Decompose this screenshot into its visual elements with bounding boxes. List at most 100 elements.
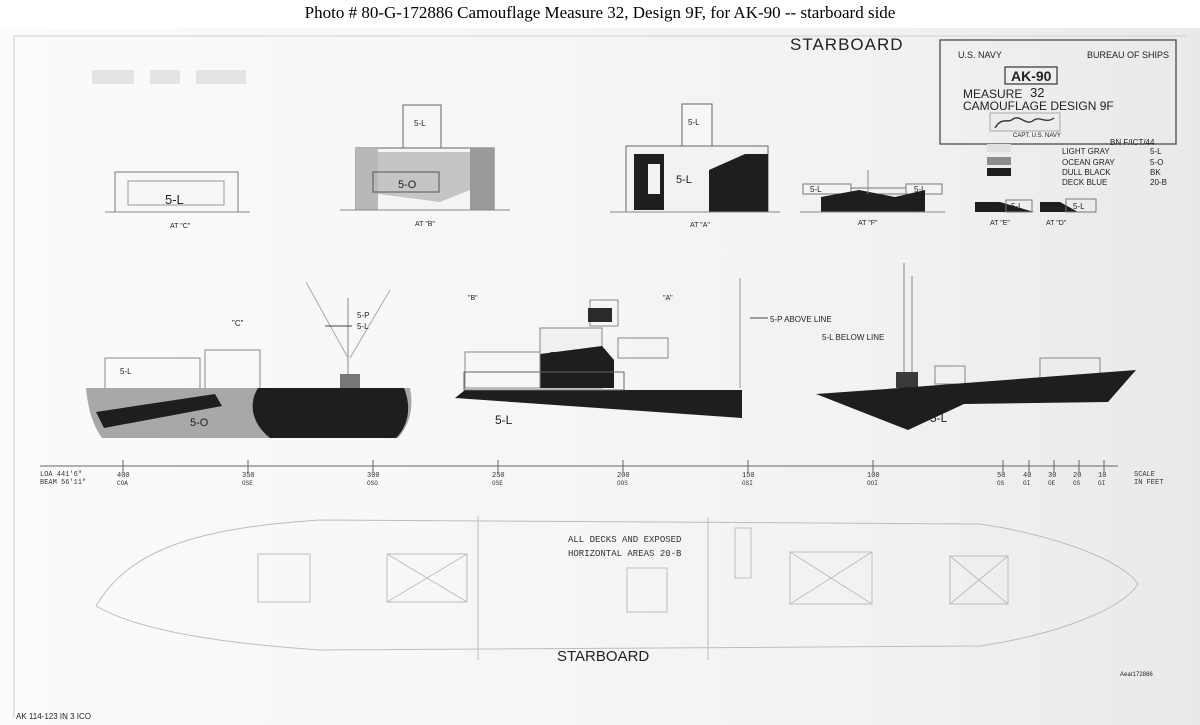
section-at-a: 5-L 5-L AT "A" [610, 103, 780, 229]
section-mark: "B" [468, 295, 478, 302]
kingpost-callout-2: 5-L [357, 322, 369, 331]
scale-tick-sublabel: OI [1023, 480, 1030, 487]
section-label: 5-L [810, 185, 822, 194]
section-caption: AT "B" [415, 221, 435, 228]
hull-label: 5-O [190, 417, 209, 429]
section-label: 5-L [165, 192, 184, 207]
swatch-light-gray [987, 144, 1011, 152]
scale-tick-label: 250 [492, 472, 505, 480]
scale-tick-label: 100 [867, 472, 880, 480]
scale-tick-sublabel: OE [1048, 480, 1056, 487]
legend-code: 5-O [1150, 158, 1163, 167]
hull-label: 5-L [930, 411, 948, 425]
legend-item: DECK BLUE 20-B [1062, 178, 1167, 187]
section-at-d: 5-L AT "D" [1040, 198, 1097, 227]
plan-note-1: ALL DECKS AND EXPOSED [568, 535, 681, 545]
section-label: 5-L [414, 119, 426, 128]
below-line-callout: 5-L BELOW LINE [822, 333, 884, 342]
scale-tick-sublabel: OSI [742, 480, 753, 487]
swatch-dull-black [987, 168, 1011, 176]
hull-label: 5-L [120, 367, 132, 376]
footer-left: AK 114-123 IN 3 ICO [16, 712, 91, 721]
kingpost-callout-1: 5-P [357, 311, 369, 320]
scale-tick-label: 300 [367, 472, 380, 480]
legend-label: LIGHT GRAY [1062, 147, 1110, 156]
scale-tick-sublabel: OOI [867, 480, 878, 487]
legend-item: DULL BLACK BK [987, 168, 1161, 177]
scale-bar: LOA 441'6" BEAM 56'11" SCALE IN FEET [40, 465, 1163, 487]
section-label: 5-L [688, 118, 700, 127]
section-caption: AT "C" [170, 223, 191, 230]
legend-label: DULL BLACK [1062, 168, 1111, 177]
scale-tick-sublabel: OI [1098, 480, 1105, 487]
blueprint-drawing: STARBOARD U.S. NAVY BUREAU OF SHIPS AK-9… [13, 35, 1186, 721]
hull-profile-aft: 5-O 5-L 5-P 5-L "C" [86, 281, 412, 438]
section-caption: AT "A" [690, 222, 710, 229]
section-label: 5-L [862, 193, 874, 202]
bottom-label: STARBOARD [557, 648, 649, 665]
scale-tick-label: 200 [617, 472, 630, 480]
side-title: STARBOARD [790, 35, 904, 54]
plan-note-2: HORIZONTAL AREAS 20-B [568, 549, 682, 559]
section-mark: "C" [232, 319, 244, 328]
hull-label: 5-L [495, 413, 513, 427]
scale-label: LOA 441'6" [40, 471, 82, 479]
section-label: 5-L [1073, 202, 1085, 211]
scale-tick-sublabel: OOS [617, 480, 628, 487]
scale-label: IN FEET [1134, 479, 1163, 487]
scale-tick-sublabel: COA [117, 480, 128, 487]
legend-label: DECK BLUE [1062, 178, 1107, 187]
legend-item: OCEAN GRAY 5-O [987, 157, 1163, 167]
section-label: 5-O [398, 179, 417, 191]
swatch-ocean-gray [987, 157, 1011, 165]
hull-label: 5-L [1072, 377, 1084, 386]
legend-code: 20-B [1150, 178, 1167, 187]
scale-tick-label: 20 [1073, 472, 1081, 480]
design-line: CAMOUFLAGE DESIGN 9F [963, 99, 1114, 113]
section-caption: AT "E" [990, 220, 1010, 227]
scale-label: BEAM 56'11" [40, 479, 86, 487]
hull-profile-mid: 5-L 5-L "B" "A" 5-P ABOVE LINE 5-L BELOW… [455, 278, 884, 427]
scale-tick-label: 350 [242, 472, 255, 480]
scale-label: SCALE [1134, 471, 1155, 479]
sheet-border [13, 35, 1186, 718]
scale-tick-label: 10 [1098, 472, 1106, 480]
section-at-e: 5-L AT "E" [975, 199, 1034, 227]
measure-label: MEASURE [963, 87, 1022, 101]
title-block: U.S. NAVY BUREAU OF SHIPS AK-90 MEASURE … [939, 39, 1177, 147]
photo-caption: Photo # 80-G-172886 Camouflage Measure 3… [304, 3, 896, 22]
scale-tick-label: 150 [742, 472, 755, 480]
legend-code: BK [1150, 168, 1161, 177]
scale-tick-label: 400 [117, 472, 130, 480]
legend-code: 5-L [1150, 147, 1162, 156]
blueprint-sheet: STARBOARD U.S. NAVY BUREAU OF SHIPS AK-9… [0, 28, 1200, 725]
scale-tick-sublabel: OS [997, 480, 1005, 487]
scale-tick-label: 50 [997, 472, 1005, 480]
approval-signature [994, 117, 1055, 129]
section-at-c: 5-L AT "C" [105, 171, 250, 230]
scale-tick-sublabel: OSE [492, 480, 503, 487]
scale-tick-sublabel: OSE [242, 480, 253, 487]
section-caption: AT "D" [1046, 220, 1067, 227]
date-note: BN F/ICT/44 [1110, 138, 1155, 147]
title-bureau: BUREAU OF SHIPS [1087, 50, 1169, 60]
scale-tick-label: 40 [1023, 472, 1031, 480]
hull-number: AK-90 [1011, 68, 1052, 84]
scale-tick-label: 30 [1048, 472, 1056, 480]
faded-marking [92, 70, 246, 84]
hull-profile-fwd: 5-L 5-L [816, 263, 1136, 430]
approval-note: CAPT. U.S. NAVY [1013, 133, 1061, 139]
hull-label: 5-L [550, 351, 562, 360]
section-at-b: 5-L 5-O AT "B" [340, 104, 510, 228]
legend-item: LIGHT GRAY 5-L [987, 144, 1162, 156]
scale-tick-sublabel: OS [1073, 480, 1081, 487]
scale-tick-sublabel: OSO [367, 480, 378, 487]
section-label: 5-L [676, 174, 692, 186]
scale-ticks: 400COA350OSE300OSO250OSE200OOS150OSI100O… [117, 460, 1106, 487]
deck-plan [95, 516, 1139, 660]
section-label: 5-L [914, 185, 926, 194]
footer-right: Aear172886 [1120, 672, 1153, 678]
measure-number: 32 [1030, 85, 1044, 100]
section-label: 5-L [1011, 202, 1023, 211]
section-caption: AT "F" [858, 220, 878, 227]
